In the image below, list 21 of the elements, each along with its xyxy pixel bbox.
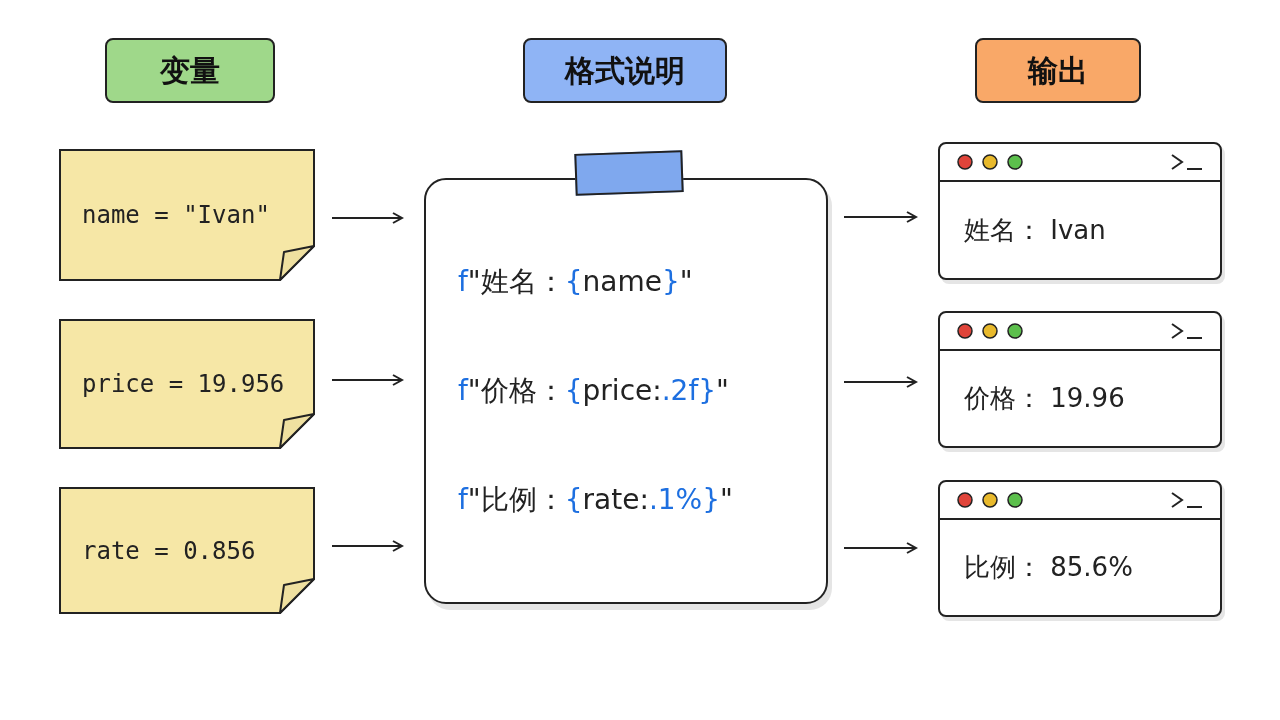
- header-tag: 格式说明: [523, 38, 727, 103]
- arrow: [331, 374, 403, 386]
- output-text: 价格： 19.96: [964, 382, 1125, 415]
- output-text: 比例： 85.6%: [964, 551, 1133, 584]
- arrow: [331, 540, 403, 552]
- arrow: [843, 542, 917, 554]
- sticky-note: [58, 318, 316, 450]
- arrow: [331, 212, 403, 224]
- arrow: [843, 376, 917, 388]
- format-string: f"比例：{rate:.1%}": [458, 481, 734, 518]
- header-tag: 变量: [105, 38, 275, 103]
- code-text: name = "Ivan": [82, 200, 270, 231]
- code-text: price = 19.956: [82, 369, 285, 400]
- sticky-note: [58, 486, 316, 615]
- arrow: [843, 211, 917, 223]
- header-tag: 输出: [975, 38, 1141, 103]
- code-text: rate = 0.856: [82, 535, 256, 567]
- format-string: f"价格：{price:.2f}": [458, 373, 730, 409]
- sticky-note: [58, 148, 316, 282]
- output-text: 姓名： Ivan: [964, 213, 1106, 247]
- format-string: f"姓名：{name}": [458, 264, 694, 301]
